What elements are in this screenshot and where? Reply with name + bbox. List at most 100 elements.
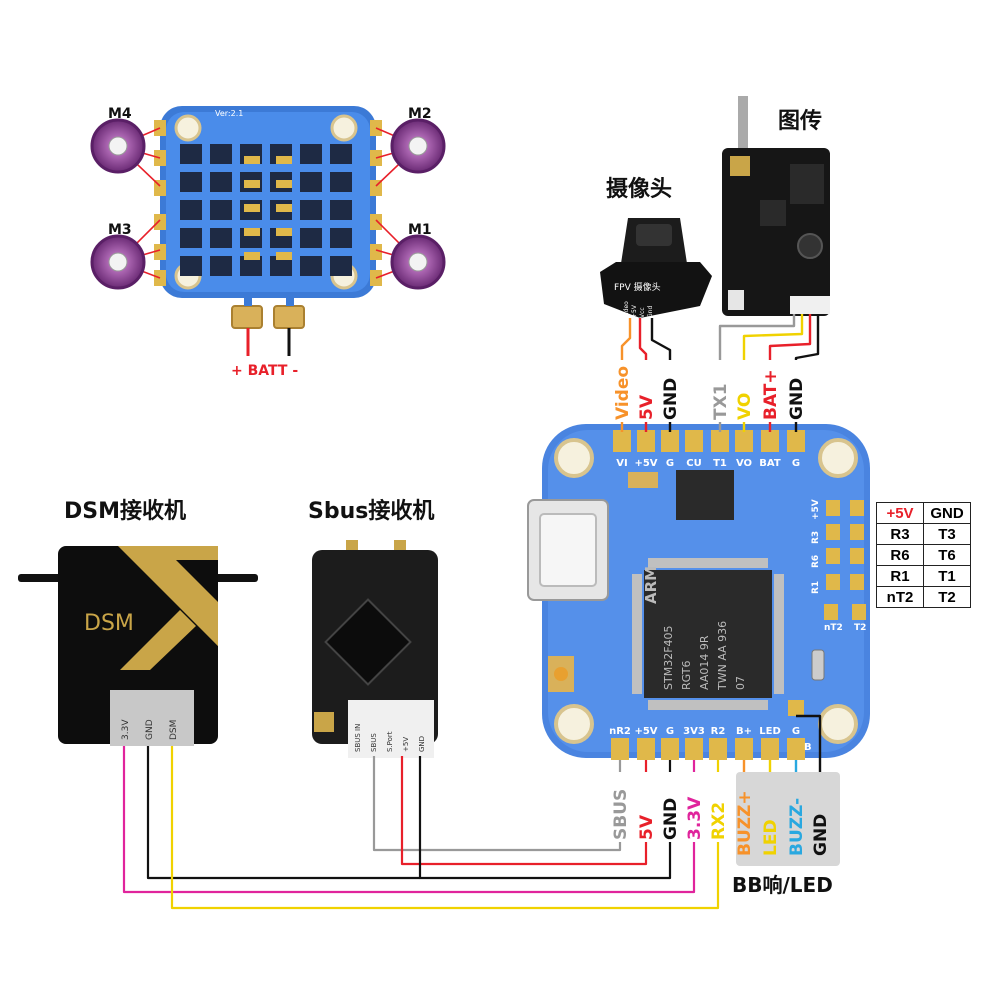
esc-motor-pad	[154, 120, 166, 136]
fc-right-pad	[826, 524, 840, 540]
wire-label-bg	[661, 360, 679, 422]
fc-top-pin-label: CU	[686, 458, 701, 469]
top-wire-label: Video	[613, 366, 633, 420]
mcu-chip-label: RGT6	[680, 661, 693, 691]
motor-label: M2	[408, 106, 432, 122]
fc-top-pin-label: G	[792, 458, 800, 469]
motor-label: M1	[408, 222, 432, 238]
motor-hub	[408, 136, 428, 156]
vtx-antenna	[738, 96, 748, 166]
fc-top-pin-label: BAT	[759, 458, 781, 469]
mcu-chip-label: AA014 9R	[698, 635, 711, 690]
fc-right-pad	[850, 524, 864, 540]
vtx: 图传	[722, 96, 830, 316]
fc-mount-hole	[554, 438, 594, 478]
pin-map-cell: T6	[923, 544, 971, 566]
esc-center-pad	[244, 156, 260, 164]
sbus-chip	[324, 598, 412, 686]
fc-right-pad	[852, 604, 866, 620]
fc-right-pad	[826, 500, 840, 516]
fc-top-pad	[685, 430, 703, 452]
pin-map-cell: nT2	[876, 586, 924, 608]
esc-mosfet	[300, 228, 322, 248]
fc-top-pin-label: +5V	[634, 458, 657, 469]
wire-label-bg	[735, 360, 753, 422]
motor-hub	[108, 136, 128, 156]
esc-mosfet	[300, 144, 322, 164]
esc-mount-hole	[174, 114, 202, 142]
esc-mosfet	[330, 172, 352, 192]
fc-bottom-pad	[788, 700, 804, 716]
esc-mosfet	[330, 228, 352, 248]
esc-center-pad	[276, 252, 292, 260]
fc-bottom-pad	[709, 738, 727, 760]
camera-pin-label: +5V	[631, 304, 638, 318]
fc-bottom-pad	[685, 738, 703, 760]
mcu-chip	[644, 570, 772, 698]
esc-board: Ver:2.1 + BATT -	[154, 106, 382, 379]
esc-mosfet	[240, 256, 262, 276]
top-wire-label: GND	[661, 378, 681, 420]
pin-map-cell: R6	[876, 544, 924, 566]
esc-mosfet	[300, 256, 322, 276]
gyro-chip	[676, 470, 734, 520]
pin-map-cell: GND	[923, 502, 971, 524]
bottom-wire-label: GND	[661, 798, 681, 840]
sbus-pin-label: SBUS IN	[354, 724, 362, 752]
batt-plus-pad	[231, 305, 263, 329]
esc-center-pad	[276, 204, 292, 212]
buzz-wire-label: GND	[811, 814, 831, 856]
camera-pin-label: Vcc	[639, 307, 646, 318]
wire-label-bg	[711, 360, 729, 422]
fc-right-pin-label: +5V	[811, 499, 821, 520]
pin-map-cell: R3	[876, 523, 924, 545]
esc-mosfet	[180, 256, 202, 276]
fc-mount-hole	[554, 704, 594, 744]
top-wire-label: BAT+	[761, 369, 781, 420]
fc-right-pad	[850, 500, 864, 516]
esc-center-pad	[276, 156, 292, 164]
pin-map-cell: +5V	[876, 502, 924, 524]
fc-right-pad	[826, 574, 840, 590]
fc-bottom-pin-label: B+	[736, 726, 752, 737]
camera-title: 摄像头	[606, 176, 672, 202]
fc-bottom-pin-label: R2	[711, 726, 726, 737]
wire-label-bg	[709, 772, 727, 842]
esc-motor-pad	[370, 120, 382, 136]
sbus-title: Sbus接收机	[308, 498, 434, 524]
esc-mosfet	[180, 144, 202, 164]
dsm-logo: DSM	[84, 611, 134, 636]
fc-bottom-pin-label: G	[792, 726, 800, 737]
pin-map-cell: T1	[923, 565, 971, 587]
esc-version-label: Ver:2.1	[215, 109, 243, 118]
mcu-chip-label: ARM	[642, 566, 660, 604]
wire-buzz-gnd	[796, 714, 822, 788]
fc-side-pin-b: B	[804, 742, 812, 753]
esc-motor-pad	[370, 244, 382, 260]
fc-right-pin-label: nT2	[824, 623, 843, 633]
fc-top-pin-label: G	[666, 458, 674, 469]
esc-mosfet	[180, 172, 202, 192]
fc-right-pad	[826, 548, 840, 564]
bottom-wire-label: 3.3V	[685, 796, 705, 840]
motor-label: M4	[108, 106, 132, 122]
mcu-chip-label: TWN AA 936	[716, 621, 729, 691]
esc-center-pad	[244, 252, 260, 260]
fc-top-pad	[711, 430, 729, 452]
wire-label-bg	[787, 360, 805, 422]
wire-tx1	[718, 314, 796, 432]
buzz-wire-label: BUZZ-	[787, 798, 807, 856]
